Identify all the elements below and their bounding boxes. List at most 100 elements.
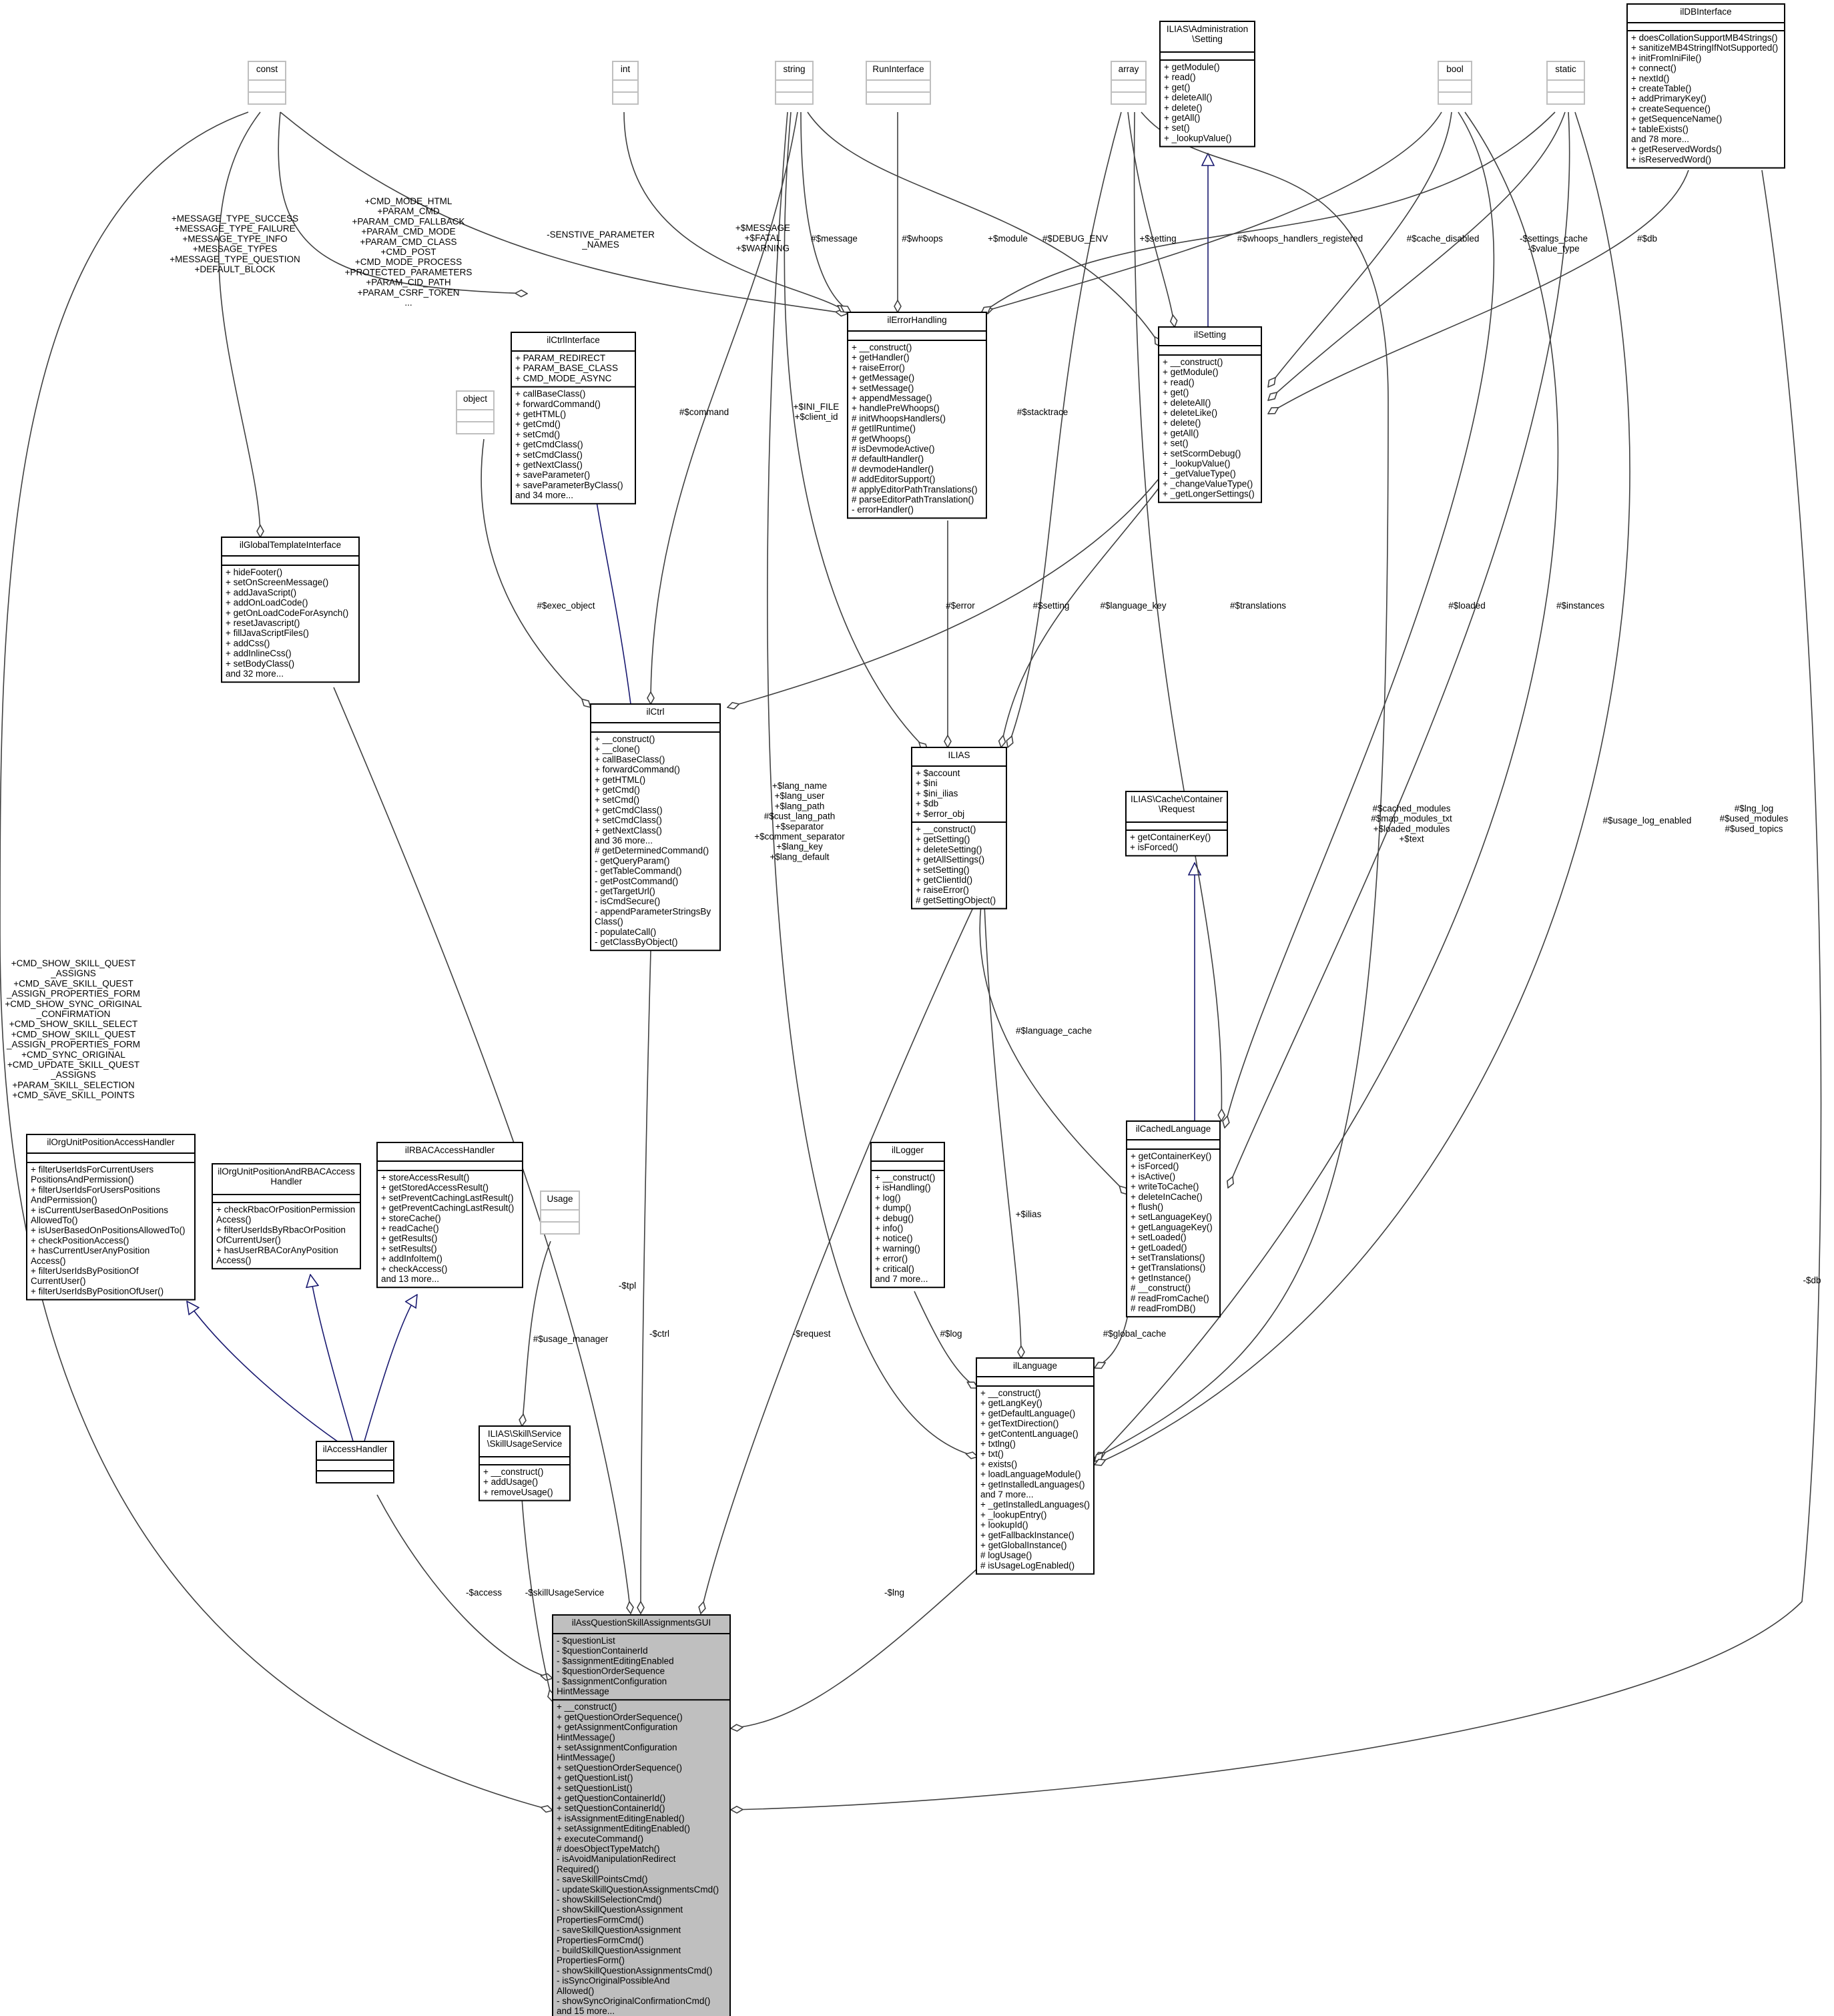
edge-bool-setting	[1268, 111, 1452, 387]
class-method: + isForced()	[1131, 1161, 1179, 1171]
label-settings-cache: -$settings_cache-$value_type	[1520, 234, 1588, 254]
edge-label-line: +PARAM_CMD_MODE	[361, 227, 455, 237]
edge-label-line: _CONFIRMATION	[36, 1009, 111, 1019]
class-method: + getAll()	[1163, 428, 1199, 438]
label-debug-env: #$DEBUG_ENV	[1042, 234, 1108, 244]
label-ilias-var: +$ilias	[1016, 1209, 1042, 1219]
edge-label-line: +$module	[988, 234, 1028, 244]
class-method: + getDefaultLanguage()	[980, 1408, 1075, 1418]
class-method: + getTextDirection()	[980, 1419, 1058, 1429]
class-method: + forwardCommand()	[515, 399, 601, 409]
class-frame	[866, 61, 931, 105]
class-method: + __construct()	[483, 1467, 543, 1477]
class-method: + __construct()	[852, 342, 912, 352]
class-method: + nextId()	[1631, 73, 1669, 83]
label-const-ctrlinterface: +CMD_MODE_HTML+PARAM_CMD+PARAM_CMD_FALLB…	[345, 196, 473, 308]
class-method: and 15 more...	[557, 2006, 615, 2016]
class-method: - saveSkillQuestionAssignment	[557, 1925, 681, 1935]
class-attribute: + $ini_ilias	[916, 788, 958, 798]
edge-string-ctrl	[651, 111, 798, 704]
class-method: + setCmdClass()	[595, 815, 662, 825]
edge-label-line: +$comment_separator	[754, 831, 845, 842]
edge-label-line: +$client_id	[795, 412, 838, 422]
edge-ilias-gui	[701, 904, 975, 1614]
class-method: + setCmd()	[595, 795, 639, 805]
label-log: #$log	[940, 1329, 962, 1339]
edge-label-line: -$tpl	[619, 1281, 636, 1291]
edge-label-line: +CMD_POST	[381, 247, 436, 257]
edge-label-line: #$setting	[1033, 601, 1070, 611]
class-method: and 34 more...	[515, 490, 573, 500]
edge-setting-ilias	[1001, 466, 1175, 747]
class-title: ilLogger	[892, 1145, 924, 1155]
edge-label-line: -$skillUsageService	[525, 1588, 605, 1598]
class-method: + getTranslations()	[1131, 1263, 1205, 1273]
edge-label-line: ...	[404, 298, 412, 308]
class-method: + __construct()	[595, 734, 655, 744]
class-method: - getClassByObject()	[595, 937, 678, 947]
edge-label-line: #$loaded	[1448, 601, 1486, 611]
label-setting: +$setting	[1139, 234, 1176, 244]
edge-label-line: _ASSIGN_PROPERTIES_FORM	[6, 989, 140, 999]
class-method: + tableExists()	[1631, 124, 1689, 134]
edge-const-gui	[0, 111, 553, 1810]
class-method: + setLoaded()	[1131, 1233, 1187, 1243]
class-static: static	[1546, 61, 1585, 105]
class-method: + getHandler()	[852, 352, 910, 362]
edge-label-line: #$language_key	[1100, 601, 1166, 611]
class-method: + checkAccess()	[381, 1264, 447, 1274]
edge-bool-cachedlang	[1225, 111, 1495, 1128]
class-method: AllowedTo()	[31, 1215, 78, 1225]
class-illanguage: ilLanguage+ __construct()+ getLangKey()+…	[976, 1357, 1095, 1575]
edge-label-line: +$text	[1399, 834, 1424, 844]
label-stacktrace: #$stacktrace	[1017, 407, 1068, 417]
edge-label-line: -$lng	[884, 1588, 904, 1598]
label-instances: #$instances	[1556, 601, 1604, 611]
class-method: + isAssignmentEditingEnabled()	[557, 1813, 685, 1823]
class-method: HintMessage()	[557, 1752, 615, 1762]
label-sensitive: -SENSTIVE_PARAMETER_NAMES	[547, 230, 655, 250]
class-method: + __construct()	[1163, 357, 1223, 367]
class-title: ILIAS\Skill\Service	[488, 1429, 561, 1439]
class-ilias-administration-setting: ILIAS\Administration\Setting+ getModule(…	[1159, 21, 1255, 147]
class-method: + _getValueType()	[1163, 468, 1236, 478]
class-frame	[456, 390, 495, 434]
class-method: + getResults()	[381, 1233, 437, 1243]
class-method: + getContainerKey()	[1131, 1151, 1211, 1161]
edge-label-line: #$instances	[1556, 601, 1604, 611]
edge-label-line: -$value_type	[1528, 244, 1579, 254]
class-title: ilOrgUnitPositionAccessHandler	[47, 1137, 175, 1147]
edge-string-errorhandling	[800, 111, 851, 312]
class-method: + delete()	[1163, 418, 1201, 428]
class-method: - updateSkillQuestionAssignmentsCmd()	[557, 1885, 719, 1895]
class-attribute: - $questionList	[557, 1636, 615, 1646]
class-method: # doesObjectTypeMatch()	[557, 1844, 660, 1854]
class-method: - showSkillQuestionAssignmentsCmd()	[557, 1965, 712, 1975]
class-attribute: - $questionContainerId	[557, 1646, 648, 1656]
edge-static-language	[1095, 111, 1630, 1465]
edge-label-line: #$command	[679, 407, 729, 417]
class-method: + setQuestionOrderSequence()	[557, 1762, 682, 1772]
edge-ctrl-gui	[641, 950, 651, 1614]
class-method: and 13 more...	[381, 1274, 439, 1284]
class-frame	[1546, 61, 1585, 105]
label-ini-file: +$INI_FILE+$client_id	[794, 402, 840, 422]
class-title: ilLanguage	[1013, 1361, 1057, 1371]
class-method: - appendParameterStringsBy	[595, 906, 711, 916]
class-method: + loadLanguageModule()	[980, 1469, 1081, 1479]
class-frame	[1438, 61, 1472, 105]
edge-label-line: +$loaded_modules	[1373, 823, 1450, 833]
label-global-cache: #$global_cache	[1103, 1329, 1167, 1339]
edge-logger-language	[914, 1291, 978, 1388]
class-method: - isCmdSecure()	[595, 896, 660, 906]
class-method: + getStoredAccessResult()	[381, 1183, 489, 1193]
class-method: + checkPositionAccess()	[31, 1235, 129, 1245]
class-method: + getLanguageKey()	[1131, 1222, 1213, 1232]
label-skillusageservice: -$skillUsageService	[525, 1588, 605, 1598]
edge-label-line: +PARAM_CMD_FALLBACK	[352, 216, 465, 226]
label-gui-consts: +CMD_SHOW_SKILL_QUEST_ASSIGNS+CMD_SAVE_S…	[5, 958, 142, 1100]
class-method: - isAvoidManipulationRedirect	[557, 1854, 676, 1864]
class-method: + setCmdClass()	[515, 450, 583, 460]
class-method: + storeCache()	[381, 1213, 441, 1223]
